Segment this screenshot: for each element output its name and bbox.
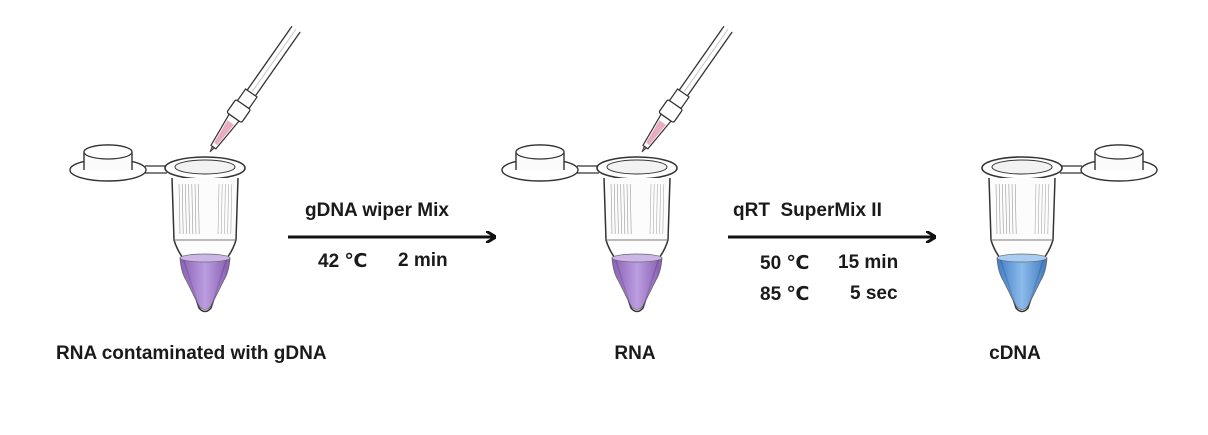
tube-hatch — [617, 183, 619, 235]
tube-hatch — [230, 183, 233, 235]
tube-hatch — [629, 183, 632, 235]
rna-liquid — [611, 257, 663, 310]
tube-hatch — [620, 183, 622, 235]
step1-reagent: gDNA wiper Mix — [305, 200, 449, 221]
tube-hatch — [1002, 183, 1004, 235]
tube-hinge — [1060, 165, 1082, 174]
tube-hatch — [185, 183, 187, 235]
tube-hatch — [610, 183, 613, 235]
tube-label-rna-contaminated: RNA contaminated with gDNA — [56, 343, 327, 364]
tube-hatch — [656, 183, 658, 235]
tube-1 — [501, 25, 733, 313]
tube-hatch — [1037, 183, 1040, 235]
tube-hatch — [652, 183, 655, 235]
tube-hatch — [662, 183, 665, 235]
pipette — [209, 25, 301, 153]
tube-opening — [606, 159, 668, 175]
step1-temp: 42 ℃ — [318, 251, 368, 272]
tube-2 — [981, 144, 1158, 313]
tube-lid-top — [83, 144, 133, 160]
rna-liquid — [179, 257, 231, 310]
tube-hatch — [1044, 183, 1046, 235]
tube-hatch — [188, 183, 190, 235]
pipette-shaft — [678, 25, 733, 97]
tube-0 — [69, 25, 301, 313]
tube-hatch — [181, 183, 184, 235]
step2-temp-2: 85 ℃ — [760, 284, 810, 305]
tube-opening — [174, 159, 236, 175]
tube-hatch — [178, 183, 181, 235]
tube-hatch — [1034, 183, 1037, 235]
tube-lid-top — [1094, 144, 1144, 160]
tube-hatch — [626, 183, 629, 235]
liquid-surface — [611, 253, 663, 263]
tube-hatch — [613, 183, 616, 235]
tube-hatch — [1041, 183, 1043, 235]
pipette-joint — [668, 88, 690, 110]
cdna-liquid — [996, 257, 1048, 310]
tube-hinge — [577, 165, 599, 174]
tube-opening — [991, 159, 1053, 175]
step2-time-1: 15 min — [838, 252, 899, 273]
tube-hatch — [224, 183, 226, 235]
tube-hatch — [197, 183, 200, 235]
tube-lid-top — [515, 144, 565, 160]
pipette-shaft — [246, 25, 301, 97]
pipette — [641, 25, 733, 153]
tube-label-cdna: cDNA — [989, 343, 1041, 364]
step1-time: 2 min — [398, 250, 448, 271]
tube-hatch — [1011, 183, 1014, 235]
tube-hatch — [623, 183, 626, 235]
tube-hinge — [145, 165, 167, 174]
tube-hatch — [998, 183, 1001, 235]
tube-hatch — [191, 183, 194, 235]
tube-hatch — [1008, 183, 1011, 235]
pipette-sample-fill — [646, 120, 666, 145]
pipette-sample-fill — [214, 120, 234, 145]
tube-hatch — [220, 183, 223, 235]
liquid-surface — [996, 253, 1048, 263]
tube-hatch — [649, 183, 652, 235]
tube-hatch — [659, 183, 661, 235]
step2-time-2: 5 sec — [850, 283, 898, 304]
tube-label-rna: RNA — [614, 343, 656, 364]
step2-reagent: qRT SuperMix II — [733, 200, 882, 221]
tube-hatch — [1005, 183, 1007, 235]
pipette-shaft-shade — [252, 28, 297, 92]
pipette-shaft-shade — [684, 28, 729, 92]
tube-hatch — [217, 183, 220, 235]
pipette-joint — [236, 88, 258, 110]
step2-temp-1: 50 ℃ — [760, 253, 810, 274]
tube-hatch — [227, 183, 229, 235]
tube-hatch — [995, 183, 998, 235]
tube-hatch — [194, 183, 197, 235]
tube-hatch — [1014, 183, 1017, 235]
liquid-surface — [179, 253, 231, 263]
tube-hatch — [1047, 183, 1050, 235]
